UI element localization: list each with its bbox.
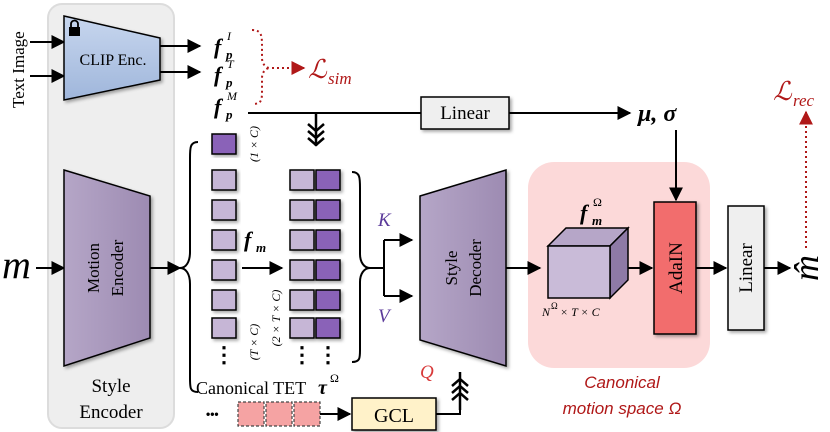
sim-loss-bracket bbox=[251, 29, 271, 105]
ellipsis-left: ⋮ bbox=[213, 342, 235, 367]
svg-text:p: p bbox=[225, 47, 233, 62]
clip-encoder-label: CLIP Enc. bbox=[80, 52, 147, 69]
style-decoder-label-1: Style bbox=[442, 251, 461, 286]
dim-1-c: (1 × C) bbox=[247, 126, 261, 162]
svg-text:τ: τ bbox=[318, 377, 328, 399]
canonical-tet-label: Canonical TET τ Ω bbox=[196, 371, 339, 399]
svg-text:ℒ: ℒ bbox=[308, 55, 328, 84]
feature-f-p-i: f p I bbox=[214, 29, 233, 62]
svg-text:Ω: Ω bbox=[593, 195, 602, 209]
canonical-feature-cube bbox=[546, 226, 630, 300]
right-brace bbox=[351, 171, 371, 363]
kv-split bbox=[370, 240, 385, 296]
gcl-to-q-line bbox=[436, 410, 461, 415]
mu-sigma-label: μ, σ bbox=[636, 101, 677, 127]
linear-right-box bbox=[727, 205, 765, 331]
motion-tokens bbox=[211, 169, 237, 339]
concat-tokens bbox=[289, 169, 341, 339]
svg-text:f: f bbox=[214, 62, 224, 87]
style-decoder-label-2: Decoder bbox=[466, 239, 485, 297]
svg-text:N: N bbox=[541, 305, 551, 319]
svg-text:ℒ: ℒ bbox=[773, 77, 793, 106]
ellipsis-mid-1: ⋮ bbox=[291, 342, 313, 367]
svg-text:I: I bbox=[226, 29, 232, 43]
left-brace bbox=[179, 141, 199, 393]
loss-rec: ℒ rec bbox=[773, 77, 815, 110]
adain-label: AdaIN bbox=[666, 242, 687, 294]
gcl-label: GCL bbox=[374, 405, 414, 427]
canonical-space-caption-1: Canonical bbox=[584, 373, 661, 392]
svg-text:× T × C: × T × C bbox=[560, 305, 601, 319]
svg-text:T: T bbox=[227, 57, 235, 71]
triple-chevron-up-icon bbox=[451, 372, 469, 410]
motion-input: m bbox=[2, 242, 31, 287]
linear-right-label: Linear bbox=[736, 243, 757, 293]
adain-block bbox=[653, 201, 697, 335]
tet-ellipsis: ••• bbox=[206, 407, 219, 421]
svg-text:m: m bbox=[592, 213, 602, 228]
svg-text:M: M bbox=[226, 89, 238, 103]
q-label: Q bbox=[420, 362, 434, 383]
lock-icon bbox=[69, 19, 80, 36]
svg-text:sim: sim bbox=[328, 69, 352, 88]
svg-text:f: f bbox=[580, 200, 590, 225]
k-label: K bbox=[377, 210, 392, 231]
canonical-space-caption-2: motion space Ω bbox=[563, 399, 682, 418]
svg-text:p: p bbox=[225, 75, 233, 90]
feature-f-m-omega: f m Ω bbox=[580, 195, 602, 228]
svg-text:Canonical TET: Canonical TET bbox=[196, 378, 306, 398]
linear-top-box bbox=[420, 96, 510, 130]
svg-text:p: p bbox=[225, 107, 233, 122]
v-label: V bbox=[378, 306, 392, 327]
motion-encoder bbox=[63, 168, 151, 368]
svg-text:Ω: Ω bbox=[330, 371, 339, 385]
dim-t-c: (T × C) bbox=[247, 324, 261, 361]
cube-dims: N Ω × T × C bbox=[541, 301, 601, 319]
svg-text:f: f bbox=[244, 227, 254, 252]
text-image-label: Text Image bbox=[9, 31, 28, 108]
svg-text:Ω: Ω bbox=[551, 301, 558, 311]
clip-encoder bbox=[63, 15, 161, 101]
dim-2-t-c: (2 × T × C) bbox=[269, 290, 283, 347]
triple-chevron-down-icon bbox=[307, 113, 325, 147]
style-token bbox=[211, 133, 237, 155]
motion-encoder-label-1: Motion bbox=[84, 242, 103, 293]
style-encoder-caption-1: Style bbox=[91, 376, 130, 397]
style-encoder-caption-2: Encoder bbox=[79, 402, 143, 423]
svg-text:f: f bbox=[214, 34, 224, 59]
svg-text:rec: rec bbox=[793, 91, 815, 110]
linear-top-label: Linear bbox=[440, 103, 490, 124]
style-decoder bbox=[419, 168, 507, 368]
svg-text:m: m bbox=[256, 240, 266, 255]
feature-f-m: f m bbox=[244, 227, 266, 255]
ellipsis-mid-2: ⋮ bbox=[317, 342, 339, 367]
motion-encoder-label-2: Encoder bbox=[108, 239, 127, 296]
loss-sim: ℒ sim bbox=[308, 55, 352, 88]
tet-tokens bbox=[237, 401, 321, 427]
svg-text:f: f bbox=[214, 94, 224, 119]
feature-f-p-m: f p M bbox=[214, 89, 238, 122]
output-motion: m̂ bbox=[786, 255, 826, 281]
feature-f-p-t: f p T bbox=[214, 57, 235, 90]
